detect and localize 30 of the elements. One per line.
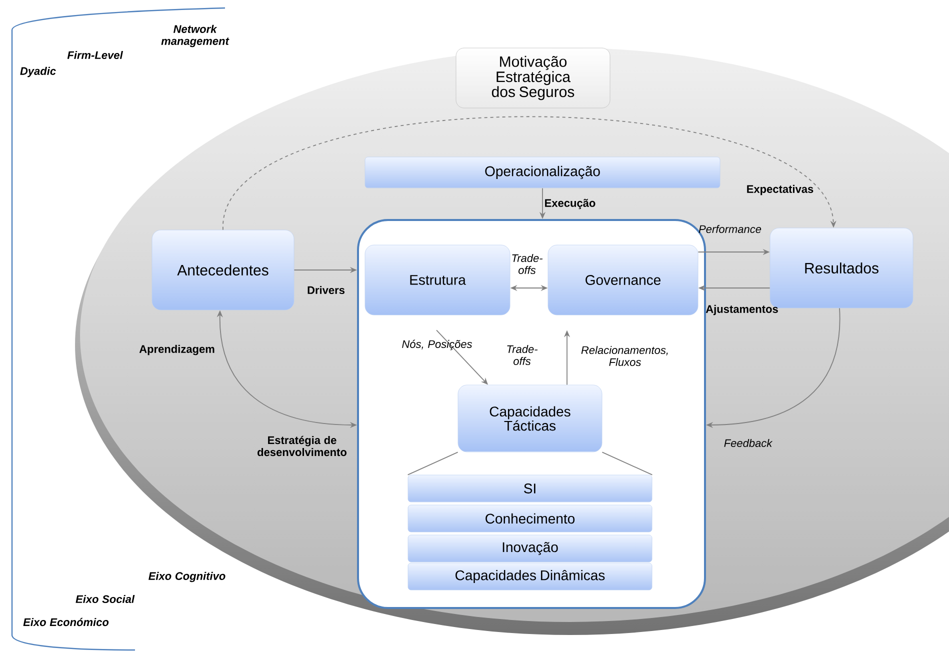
axis-label: Estratégia de desenvolvimento [258, 436, 346, 456]
edge-label: Drivers [308, 286, 344, 294]
connector-line [407, 452, 458, 476]
edge-label: Trade-offs [512, 254, 543, 274]
process-box: Capacidades Tácticas [458, 384, 602, 452]
edge-label: Expectativas [747, 184, 814, 196]
edge-label: Nós, Posições [402, 340, 472, 350]
process-box: Governance [548, 244, 698, 316]
process-box: Estrutura [364, 244, 510, 316]
axis-label: Eixo Económico [23, 618, 109, 626]
process-box: Antecedentes [152, 230, 294, 310]
layer-bar: Capacidades Dinâmicas [408, 562, 652, 590]
axis-label: Firm-Level [67, 50, 123, 60]
layer-bar: Operacionalização [364, 156, 720, 188]
edge-label: Performance [698, 224, 762, 234]
layer-bar: Conhecimento [408, 504, 652, 532]
edge-label: Aprendizagem [139, 344, 214, 356]
edge-label: Relacionamentos, Fluxos [581, 346, 668, 366]
layer-bar: SI [408, 474, 652, 502]
connector-line [602, 452, 653, 476]
axis-label: Eixo Cognitivo [148, 572, 226, 582]
edge-label: Execução [545, 198, 596, 210]
edge-label: Feedback [724, 438, 773, 448]
axis-label: Eixo Social [76, 594, 135, 604]
layer-bar: Inovação [408, 534, 652, 562]
arrow [222, 116, 836, 230]
heading-box: Motivação Estratégica dos Seguros [456, 48, 610, 108]
axis-label: Trade-offs [507, 344, 538, 366]
axis-label: Dyadic [20, 66, 56, 78]
axis-label: Network management [161, 24, 230, 48]
